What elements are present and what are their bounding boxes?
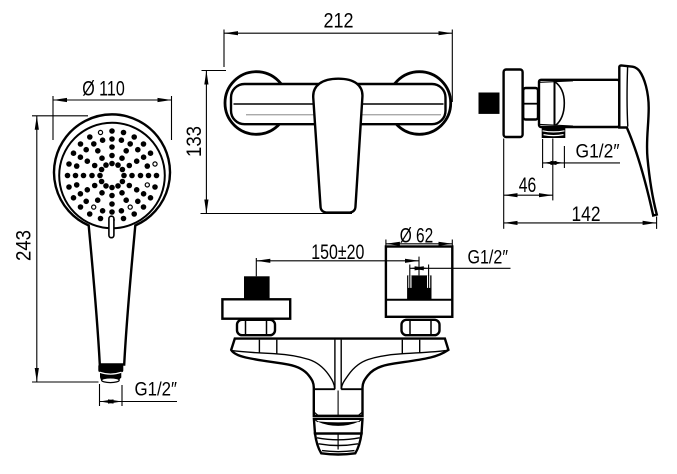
svg-text:G1/2″: G1/2″ [468,248,509,269]
svg-text:243: 243 [13,230,36,261]
svg-text:150±20: 150±20 [311,241,364,264]
svg-text:Ø 110: Ø 110 [82,78,125,101]
svg-text:142: 142 [572,203,601,226]
svg-text:133: 133 [183,126,206,157]
svg-text:G1/2″: G1/2″ [135,380,178,401]
svg-text:46: 46 [519,174,537,197]
svg-text:G1/2″: G1/2″ [576,142,620,163]
svg-text:212: 212 [324,10,354,33]
